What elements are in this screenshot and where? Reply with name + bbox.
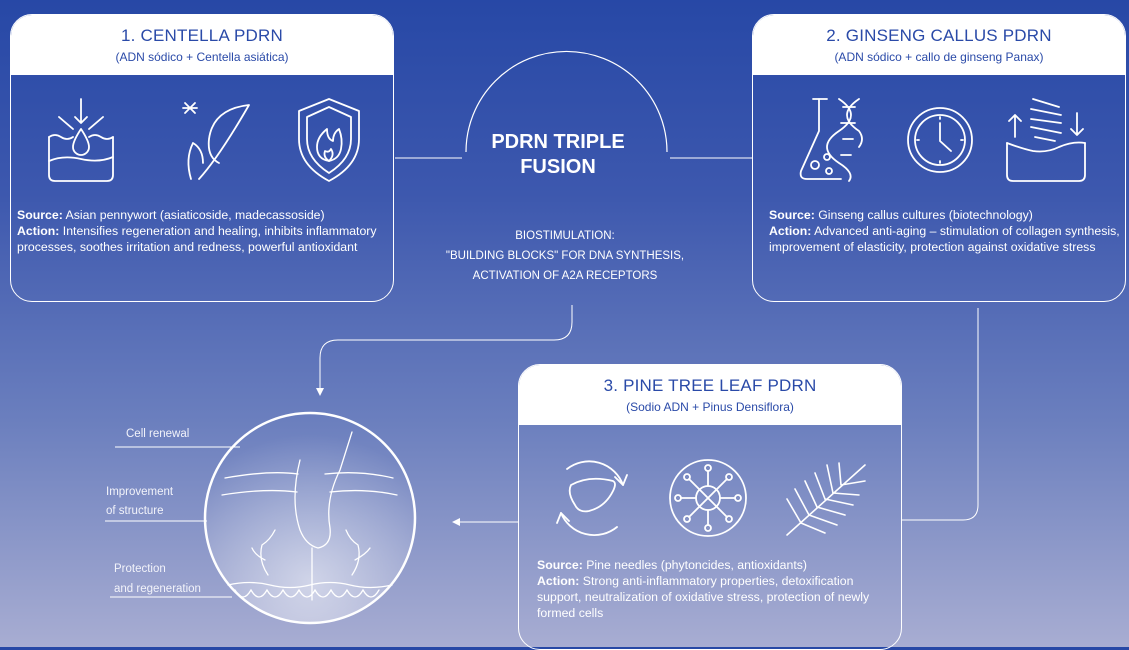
action-label: Action: [769,224,812,238]
center-line-1: BIOSTIMULATION: [515,230,615,242]
card-pine: 3. PINE TREE LEAF PDRN (Sodio ADN + Pinu… [518,364,902,650]
card-header: 1. CENTELLA PDRN (ADN sódico + Centella … [11,15,393,75]
card-description: Source: Ginseng callus cultures (biotech… [769,207,1125,255]
action-label: Action: [17,224,60,238]
card-header: 2. GINSENG CALLUS PDRN (ADN sódico + cal… [753,15,1125,75]
label-improvement-line-1: Improvement [106,486,174,498]
center-title: PDRN TRIPLE FUSION [491,131,625,178]
card-description: Source: Asian pennywort (asiaticoside, m… [17,207,389,255]
source-text: Pine needles (phytoncides, antioxidants) [586,558,808,572]
shield-flame-icon [298,98,360,182]
card-subtitle: (ADN sódico + Centella asiática) [115,50,289,64]
card-title: 3. PINE TREE LEAF PDRN [603,376,817,395]
action-text: Strong anti-inflammatory properties, det… [537,574,870,620]
card-description: Source: Pine needles (phytoncides, antio… [537,557,887,621]
source-label: Source: [537,558,583,572]
liver-cycle-icon [556,460,628,537]
card-title: 2. GINSENG CALLUS PDRN [826,26,1052,45]
action-text: Intensifies regeneration and healing, in… [17,224,377,254]
skin-circle [203,411,417,625]
card-ginseng: 2. GINSENG CALLUS PDRN (ADN sódico + cal… [752,14,1126,302]
arrowhead-down [316,388,324,396]
center-arch [465,50,668,153]
skin-penetration-icon [48,98,114,182]
connector-card2-to-card3 [902,308,979,521]
source-text: Asian pennywort (asiaticoside, madecasso… [65,208,325,222]
molecule-icon [669,459,747,537]
card-centella: 1. CENTELLA PDRN (ADN sódico + Centella … [10,14,394,302]
center-line-3: ACTIVATION OF A2A RECEPTORS [472,270,658,282]
arrowhead-left [452,518,460,526]
dna-flask-icon [799,98,863,182]
center-line-2: "BUILDING BLOCKS" FOR DNA SYNTHESIS, [445,250,685,262]
card-icons [753,75,1125,205]
label-protection-line-1: Protection [114,563,166,575]
leaf-icon [182,102,250,180]
source-text: Ginseng callus cultures (biotechnology) [818,208,1033,222]
card-title: 1. CENTELLA PDRN [121,26,283,45]
action-text: Advanced anti-aging – stimulation of col… [769,224,1120,254]
clock-icon [907,107,973,173]
action-label: Action: [537,574,580,588]
card-icons [11,75,393,205]
skin-cross-section-icon [221,431,398,601]
label-improvement-line-2: of structure [106,505,164,517]
label-cell-renewal: Cell renewal [126,428,190,440]
card-header: 3. PINE TREE LEAF PDRN (Sodio ADN + Pinu… [519,365,901,425]
center-subtitle: BIOSTIMULATION: "BUILDING BLOCKS" FOR DN… [420,226,710,286]
card-subtitle: (ADN sódico + callo de ginseng Panax) [834,50,1044,64]
source-label: Source: [17,208,63,222]
skin-spring-icon [1006,98,1086,182]
card-subtitle: (Sodio ADN + Pinus Densiflora) [626,400,794,414]
label-protection-line-2: and regeneration [114,583,201,595]
connector-center-to-skin [319,305,573,390]
label-improvement: Improvement of structure [106,484,173,519]
pine-branch-icon [786,462,866,536]
card-icons [519,425,901,555]
source-label: Source: [769,208,815,222]
label-protection: Protection and regeneration [114,561,201,597]
